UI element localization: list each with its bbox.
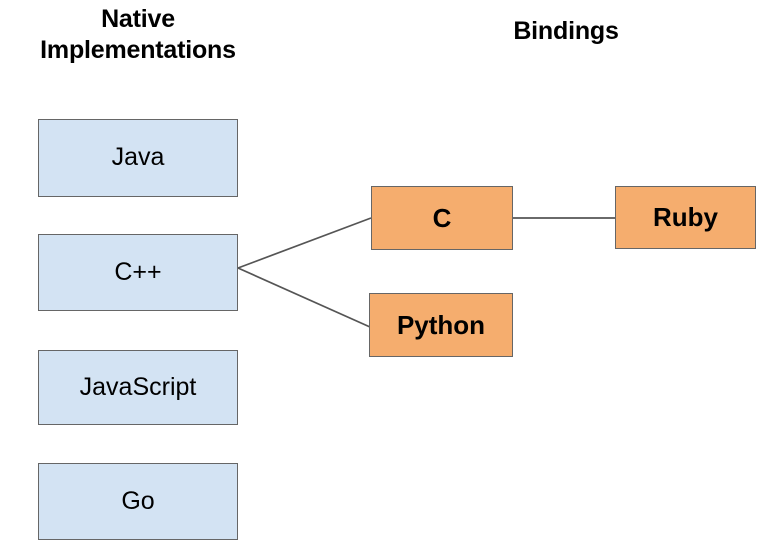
node-python-label: Python [396, 309, 486, 340]
node-java-label: Java [111, 143, 165, 172]
node-c[interactable]: C [371, 186, 513, 250]
node-c-label: C [432, 202, 452, 233]
node-cpp[interactable]: C++ [38, 234, 238, 311]
node-javascript[interactable]: JavaScript [38, 350, 238, 425]
node-cpp-label: C++ [114, 257, 162, 286]
node-ruby-label: Ruby [653, 202, 718, 233]
node-go[interactable]: Go [38, 463, 238, 540]
node-javascript-label: JavaScript [79, 372, 197, 401]
node-go-label: Go [121, 486, 155, 515]
column-title-native-implementations: Native Implementations [40, 5, 236, 64]
column-title-bindings: Bindings [513, 17, 619, 45]
node-python[interactable]: Python [369, 293, 513, 357]
edge-cpp-to-c [237, 217, 372, 269]
edge-cpp-to-python [237, 267, 371, 328]
node-java[interactable]: Java [38, 119, 238, 197]
node-ruby[interactable]: Ruby [615, 186, 756, 249]
